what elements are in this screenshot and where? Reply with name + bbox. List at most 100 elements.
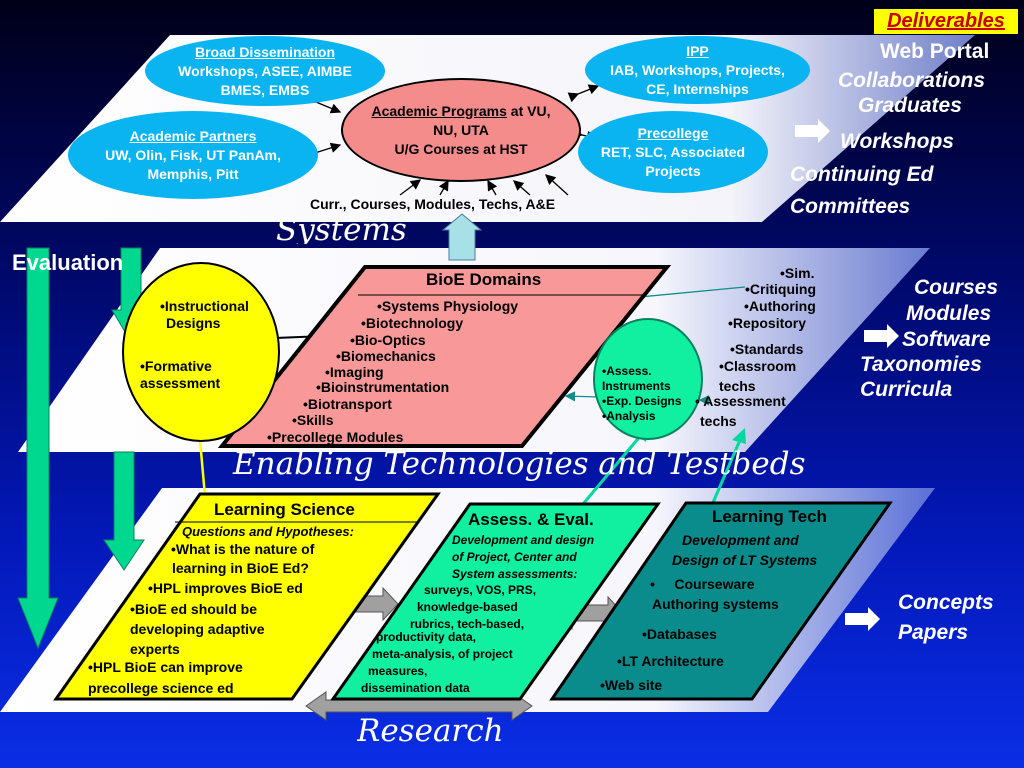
ipp-title: IPP bbox=[686, 42, 709, 59]
assess-item-4: •Analysis bbox=[602, 409, 656, 423]
ae-item-2: knowledge-based bbox=[417, 600, 518, 614]
lt-item-3: •Databases bbox=[642, 626, 717, 642]
ae-subtitle-2: of Project, Center and bbox=[452, 550, 577, 564]
instructional-line-2: Designs bbox=[166, 315, 221, 331]
assess-item-1: •Assess. bbox=[602, 364, 652, 378]
plane-title-enabling: Enabling Technologies and Testbeds bbox=[233, 446, 806, 482]
academic-programs-line-2: U/G Courses at HST bbox=[394, 140, 528, 157]
up-arrow bbox=[441, 213, 483, 261]
academic-partners-line-1: UW, Olin, Fisk, UT PanAm, bbox=[105, 146, 281, 163]
learning-science-box bbox=[53, 492, 441, 701]
domain-item-9: •Precollege Modules bbox=[267, 429, 404, 445]
domain-item-8: •Skills bbox=[292, 412, 334, 428]
tech-item-critiquing: •Critiquing bbox=[745, 281, 816, 297]
pointer-arrow-middle bbox=[864, 324, 899, 348]
double-arrow-bottom bbox=[305, 691, 533, 721]
ae-subtitle-3: System assessments: bbox=[452, 567, 578, 581]
deliverable-collaborations: Collaborations bbox=[838, 69, 986, 92]
bottom-deliverable-papers: Papers bbox=[898, 621, 969, 644]
ae-item-1: surveys, VOS, PRS, bbox=[424, 583, 537, 597]
ls-item-7: •HPL BioE can improve bbox=[88, 659, 243, 675]
assess-item-3: •Exp. Designs bbox=[602, 394, 682, 408]
deliverable-workshops: Workshops bbox=[840, 130, 954, 153]
evaluation-arrow-middle bbox=[103, 451, 145, 571]
ae-item-3: rubrics, tech-based, bbox=[410, 617, 525, 631]
ipp-line-2: CE, Internships bbox=[646, 80, 749, 97]
lt-subtitle-1: Development and bbox=[682, 532, 799, 548]
academic-programs-ellipse: Academic Programs at VU, NU, UTA U/G Cou… bbox=[341, 78, 581, 182]
ls-item-6: experts bbox=[130, 641, 180, 657]
domain-item-2: •Biotechnology bbox=[361, 315, 464, 331]
pointer-arrow-bottom bbox=[845, 607, 880, 631]
ae-item-5: meta-analysis, of project bbox=[372, 647, 513, 661]
evaluation-arrow-long bbox=[17, 247, 59, 650]
broad-dissemination-line-1: Workshops, ASEE, AIMBE bbox=[178, 62, 352, 79]
ls-item-1: •What is the nature of bbox=[171, 541, 315, 557]
tech-item-assessment: • Assessment bbox=[695, 393, 786, 409]
middle-deliverable-curricula: Curricula bbox=[860, 378, 953, 401]
academic-partners-ellipse: Academic Partners UW, Olin, Fisk, UT Pan… bbox=[68, 111, 318, 199]
formative-line-1: •Formative bbox=[140, 358, 212, 374]
domain-item-4: •Biomechanics bbox=[336, 348, 436, 364]
precollege-line-1: RET, SLC, Associated bbox=[600, 143, 746, 160]
assess-eval-box bbox=[330, 502, 661, 701]
instructional-line-1: •Instructional bbox=[160, 298, 249, 314]
deliverable-graduates: Graduates bbox=[858, 94, 962, 117]
learning-tech-title: Learning Tech bbox=[712, 507, 827, 526]
evaluation-label: Evaluation bbox=[12, 250, 124, 275]
middle-deliverable-courses: Courses bbox=[914, 276, 999, 299]
learning-tech-subtitle: Development and Design of LT Systems bbox=[672, 530, 817, 570]
middle-deliverable-taxonomies: Taxonomies bbox=[860, 353, 982, 376]
precollege-title: Precollege bbox=[637, 124, 709, 141]
precollege-line-2: Projects bbox=[645, 162, 701, 179]
ae-item-6: measures, bbox=[368, 664, 428, 678]
domain-item-1: •Systems Physiology bbox=[377, 298, 519, 314]
bottom-deliverable-concepts: Concepts bbox=[898, 591, 994, 614]
tech-item-repository: •Repository bbox=[728, 315, 807, 331]
academic-programs-title-suffix: at VU, bbox=[506, 102, 551, 119]
broad-dissemination-title: Broad Dissemination bbox=[194, 43, 336, 60]
academic-partners-line-2: Memphis, Pitt bbox=[147, 165, 239, 182]
plane-title-research: Research bbox=[357, 713, 504, 743]
ae-item-7: dissemination data bbox=[361, 681, 470, 695]
tech-item-standards: •Standards bbox=[730, 341, 804, 357]
tech-item-classroom: •Classroom bbox=[719, 358, 797, 374]
ae-item-4: productivity data, bbox=[376, 630, 477, 644]
deliverable-committees: Committees bbox=[790, 195, 911, 218]
deliverable-continuing-ed: Continuing Ed bbox=[790, 163, 934, 186]
middle-deliverable-software: Software bbox=[902, 328, 991, 351]
academic-partners-title: Academic Partners bbox=[129, 127, 257, 144]
assess-eval-subtitle: Development and design of Project, Cente… bbox=[452, 532, 594, 583]
ls-item-4: •BioE ed should be bbox=[130, 601, 258, 617]
broad-dissemination-line-2: BMES, EMBS bbox=[220, 81, 310, 98]
deliverable-web-portal: Web Portal bbox=[880, 40, 990, 63]
domain-item-5: •Imaging bbox=[325, 364, 384, 380]
instructional-designs-text: •Instructional Designs bbox=[160, 298, 249, 332]
ls-item-2: learning in BioE Ed? bbox=[172, 560, 309, 576]
assessment-items: •Assess. Instruments •Exp. Designs •Anal… bbox=[602, 364, 682, 424]
ls-item-3: •HPL improves BioE ed bbox=[148, 580, 303, 596]
deliverables-heading: Deliverables bbox=[874, 9, 1018, 34]
domain-item-7: •Biotransport bbox=[303, 396, 392, 412]
tech-item-sim: •Sim. bbox=[780, 265, 815, 281]
lt-item-2: Authoring systems bbox=[652, 596, 779, 612]
pointer-arrow-top bbox=[795, 119, 830, 143]
ae-subtitle-1: Development and design bbox=[452, 533, 595, 547]
academic-programs-heading: Academic Programs at VU, bbox=[372, 102, 551, 121]
lt-item-5: •Web site bbox=[600, 677, 663, 693]
domain-item-3: •Bio-Optics bbox=[350, 332, 426, 348]
domain-item-6: •Bioinstrumentation bbox=[316, 379, 450, 395]
learning-tech-box bbox=[549, 501, 893, 701]
ls-item-8: precollege science ed bbox=[88, 680, 234, 696]
lt-subtitle-2: Design of LT Systems bbox=[672, 552, 818, 568]
broad-dissemination-ellipse: Broad Dissemination Workshops, ASEE, AIM… bbox=[145, 36, 385, 106]
middle-deliverable-modules: Modules bbox=[906, 302, 992, 325]
formative-line-2: assessment bbox=[140, 375, 221, 391]
learning-science-subtitle: Questions and Hypotheses: bbox=[182, 524, 354, 539]
ipp-line-1: IAB, Workshops, Projects, bbox=[610, 61, 785, 78]
academic-programs-line-1: NU, UTA bbox=[433, 121, 489, 138]
ipp-ellipse: IPP IAB, Workshops, Projects, CE, Intern… bbox=[585, 36, 810, 104]
assess-eval-title: Assess. & Eval. bbox=[468, 510, 594, 529]
academic-programs-title: Academic Programs bbox=[371, 102, 507, 119]
precollege-ellipse: Precollege RET, SLC, Associated Projects bbox=[578, 111, 768, 193]
